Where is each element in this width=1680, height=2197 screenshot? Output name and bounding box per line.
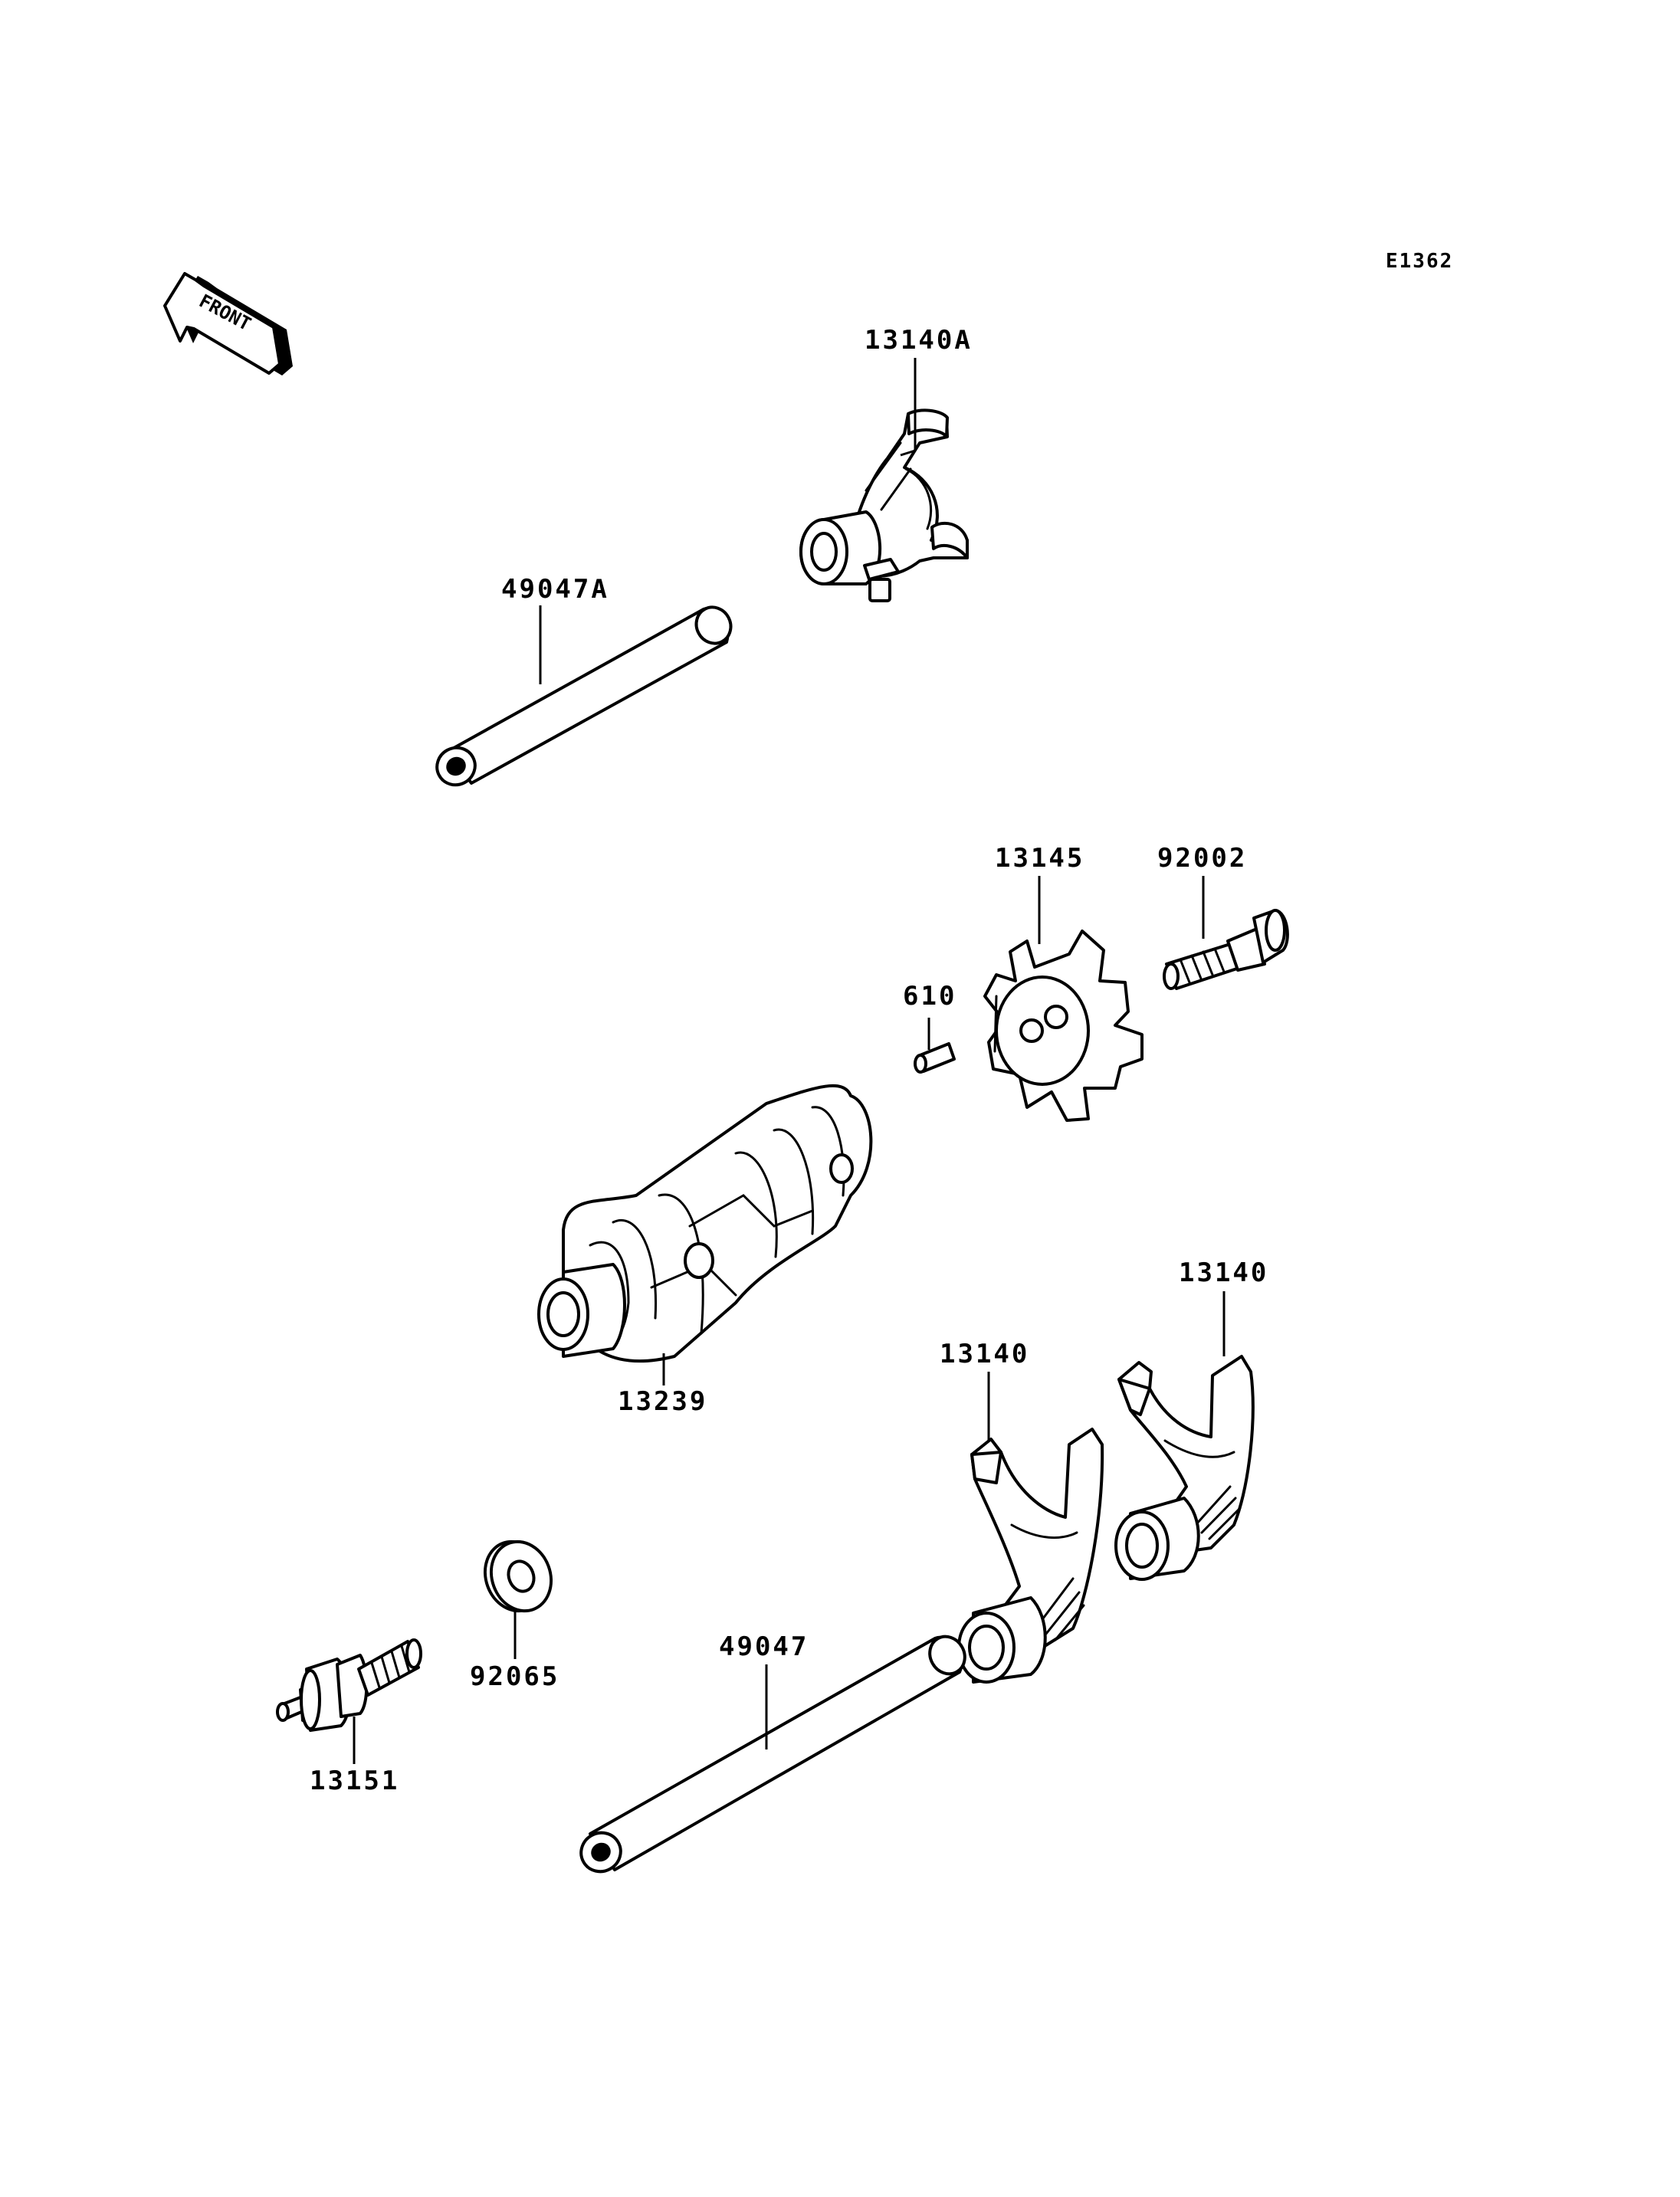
label-49047: 49047 (719, 1631, 809, 1662)
part-13151-plunger (276, 1638, 422, 1732)
part-610-pin (914, 1042, 956, 1074)
part-92002-bolt (1163, 909, 1289, 990)
label-49047A: 49047A (501, 574, 609, 605)
part-13145-drum-star (983, 930, 1144, 1122)
label-13140-right: 13140 (1179, 1258, 1268, 1288)
label-13239: 13239 (618, 1386, 707, 1417)
reference-code: E1362 (1386, 250, 1453, 273)
part-49047-shaft (579, 1635, 966, 1874)
part-13140A-shift-fork (799, 408, 969, 602)
part-13239-shift-drum (537, 1084, 873, 1363)
label-13145: 13145 (995, 843, 1084, 874)
label-92002: 92002 (1157, 843, 1247, 874)
part-13140-left-shift-fork (957, 1428, 1104, 1684)
label-13140-left: 13140 (940, 1339, 1029, 1369)
label-92065: 92065 (470, 1661, 559, 1692)
label-13140A: 13140A (865, 325, 973, 356)
part-49047A-shaft (435, 605, 733, 787)
label-610: 610 (903, 981, 956, 1012)
front-arrow-icon: FRONT (163, 272, 293, 375)
label-13151: 13151 (310, 1766, 399, 1796)
part-92065-washer (483, 1540, 553, 1613)
part-13140-right-shift-fork (1114, 1355, 1255, 1581)
